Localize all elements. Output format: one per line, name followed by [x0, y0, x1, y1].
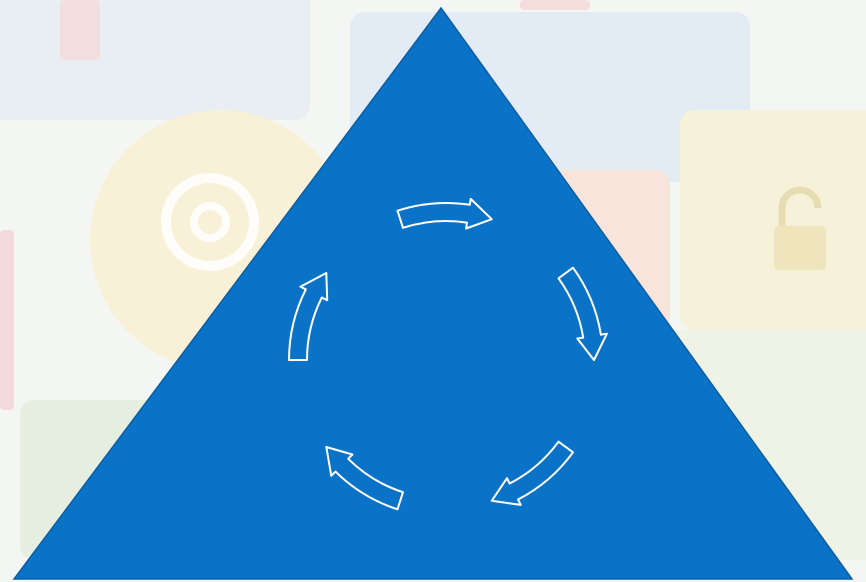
triangle-shape: [14, 8, 852, 579]
